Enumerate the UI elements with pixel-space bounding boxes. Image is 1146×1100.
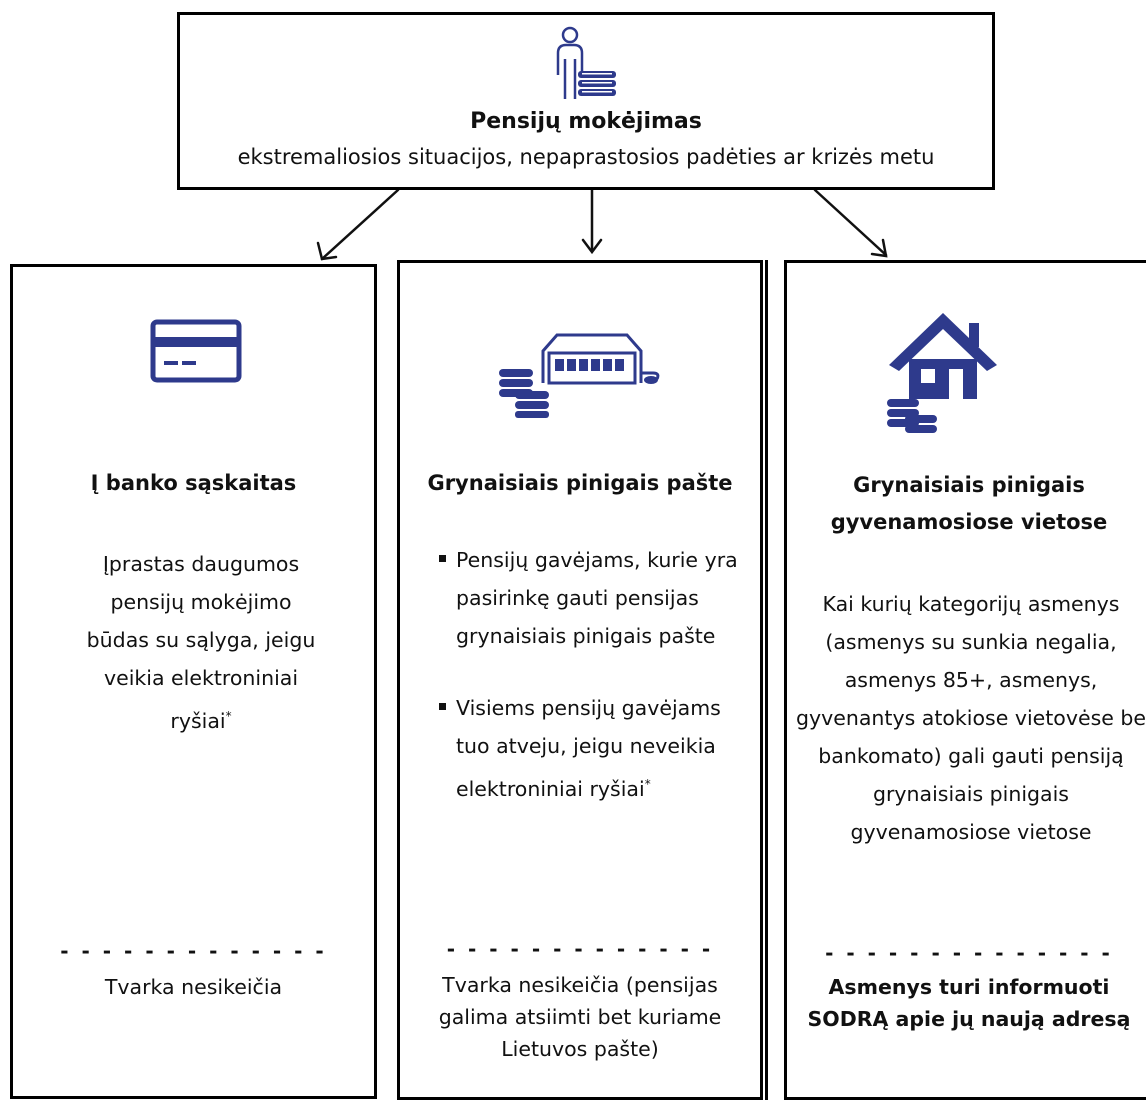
header-subtitle: ekstremaliosios situacijos, nepaprastosi…: [237, 145, 935, 169]
home-delivery-title: Grynaisiais pinigais gyvenamosiose vieto…: [830, 473, 1108, 534]
house-coins-icon: [887, 313, 997, 433]
home-delivery-footer: Asmenys turi informuoti SODRĄ apie jų na…: [807, 975, 1131, 1031]
separator: - - - - - - - - - - - - -: [60, 939, 327, 963]
post-office-coins-icon: [499, 333, 660, 418]
bank-account-title: Į banko sąskaitas: [90, 471, 297, 495]
bank-account-footer: Tvarka nesikeičia: [104, 975, 283, 999]
bank-account-column: Į banko sąskaitas Įprastas daugumos pens…: [10, 264, 377, 1099]
separator: - - - - - - - - - - - - -: [446, 937, 714, 961]
home-delivery-column: Grynaisiais pinigais gyvenamosiose vieto…: [784, 260, 1146, 1100]
connector-arrows: [316, 188, 888, 261]
separator: - - - - - - - - - - - - - -: [825, 941, 1113, 965]
pensioner-coins-icon: [556, 26, 616, 99]
arrow-right: [813, 188, 888, 257]
post-office-column: Grynaisiais pinigais pašte Pensijų gavėj…: [397, 260, 763, 1100]
post-office-bullets: Pensijų gavėjams, kurie yra pasirinkę ga…: [436, 541, 756, 842]
pension-payment-header: Pensijų mokėjimas ekstremaliosios situac…: [177, 12, 995, 190]
arrow-left: [320, 188, 400, 261]
list-item: Visiems pensijų gavėjams tuo atveju, jei…: [436, 689, 756, 808]
header-title: Pensijų mokėjimas: [470, 109, 702, 134]
home-delivery-description: Kai kurių kategorijų asmenys (asmenys su…: [795, 592, 1146, 844]
list-item: Pensijų gavėjams, kurie yra pasirinkę ga…: [436, 541, 756, 655]
post-office-footer: Tvarka nesikeičia (pensijas galima atsii…: [438, 973, 722, 1061]
bank-card-icon: [150, 319, 242, 383]
post-office-title: Grynaisiais pinigais pašte: [427, 471, 733, 495]
column-divider: [765, 260, 768, 1100]
bank-account-description: Įprastas daugumos pensijų mokėjimo būdas…: [86, 552, 316, 733]
